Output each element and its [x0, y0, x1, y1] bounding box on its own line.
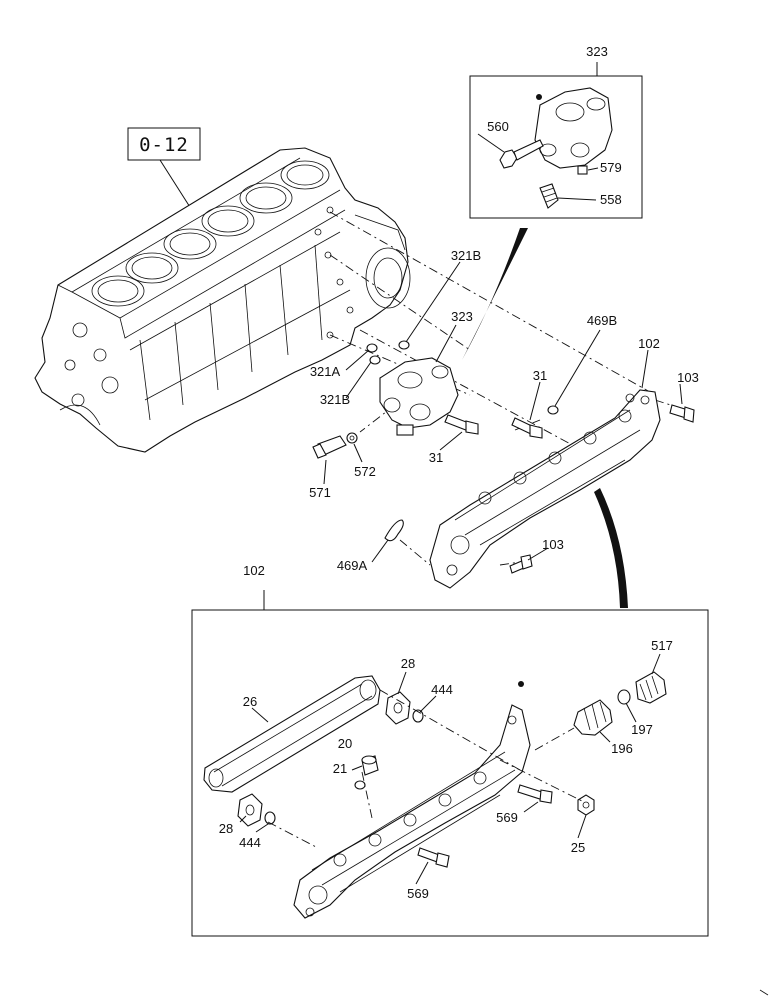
mark-dot-cover-icon [518, 681, 524, 687]
oil-control-valve[interactable] [379, 357, 459, 436]
label-444-top: 444 [431, 682, 453, 697]
oil-cooler-cover[interactable] [293, 704, 531, 919]
label-469A: 469A [337, 558, 368, 573]
label-25: 25 [571, 840, 585, 855]
label-517: 517 [651, 638, 673, 653]
oil-cooler-upper[interactable] [429, 389, 661, 589]
label-321B-low: 321B [320, 392, 350, 407]
gasket-28-top[interactable] [385, 691, 411, 725]
plug-517[interactable] [635, 671, 667, 704]
leader-lines-top [323, 261, 683, 563]
label-321A: 321A [310, 364, 341, 379]
label-28-low: 28 [219, 821, 233, 836]
label-444-low: 444 [239, 835, 261, 850]
inset-valve-title: 323 [586, 44, 608, 59]
label-20: 20 [338, 736, 352, 751]
label-196: 196 [611, 741, 633, 756]
reference-box[interactable]: 0-12 [127, 127, 201, 161]
curved-arrow-valve [462, 228, 528, 360]
label-31-low: 31 [429, 450, 443, 465]
bolt-31-low[interactable] [444, 414, 479, 435]
label-26: 26 [243, 694, 257, 709]
leader-lines-lower [239, 653, 661, 885]
label-103-right: 103 [677, 370, 699, 385]
bolt-569-low[interactable] [417, 847, 450, 868]
label-28-top: 28 [401, 656, 415, 671]
cooler-element-26[interactable] [203, 675, 381, 793]
o-ring-469B[interactable] [547, 405, 559, 415]
label-21: 21 [333, 761, 347, 776]
gasket-28-low[interactable] [237, 793, 263, 827]
inset-valve-box: 323 560 579 558 [469, 44, 643, 219]
label-102-top: 102 [638, 336, 660, 351]
label-572: 572 [354, 464, 376, 479]
corner-mark [759, 989, 769, 996]
inset-cooler-box: 102 [191, 563, 709, 937]
o-ring-20[interactable] [354, 780, 366, 790]
label-321B-top: 321B [451, 248, 481, 263]
o-ring-321B-low[interactable] [369, 355, 381, 365]
inset-valve-label-558: 558 [600, 192, 622, 207]
reference-box-label: 0-12 [139, 134, 189, 156]
o-ring-444-low[interactable] [264, 811, 276, 825]
bolt-31-right[interactable] [511, 417, 543, 439]
washer-572[interactable] [346, 432, 358, 444]
plug-571[interactable] [312, 435, 347, 459]
bolt-569-right[interactable] [517, 784, 553, 804]
inset-valve-label-579: 579 [600, 160, 622, 175]
label-569-low: 569 [407, 886, 429, 901]
label-103-low: 103 [542, 537, 564, 552]
inset-valve-label-560: 560 [487, 119, 509, 134]
nut-25[interactable] [577, 794, 595, 816]
gasket-469A[interactable] [384, 519, 404, 542]
label-31-right: 31 [533, 368, 547, 383]
valve-196[interactable] [573, 699, 613, 736]
label-469B: 469B [587, 313, 617, 328]
curved-arrow-cooler [594, 488, 628, 608]
assembly-lines-lower [267, 689, 585, 849]
label-571: 571 [309, 485, 331, 500]
mark-dot-icon [536, 94, 542, 100]
o-ring-197[interactable] [617, 689, 631, 705]
bolt-103-right[interactable] [669, 404, 695, 423]
o-ring-321A[interactable] [366, 343, 378, 353]
label-323: 323 [451, 309, 473, 324]
label-569-right: 569 [496, 810, 518, 825]
plug-21[interactable] [361, 755, 379, 776]
o-ring-321B-top[interactable] [398, 340, 410, 350]
bolt-103-low[interactable] [509, 554, 533, 574]
inset-cooler-title: 102 [243, 563, 265, 578]
cylinder-block [34, 147, 411, 453]
label-197: 197 [631, 722, 653, 737]
